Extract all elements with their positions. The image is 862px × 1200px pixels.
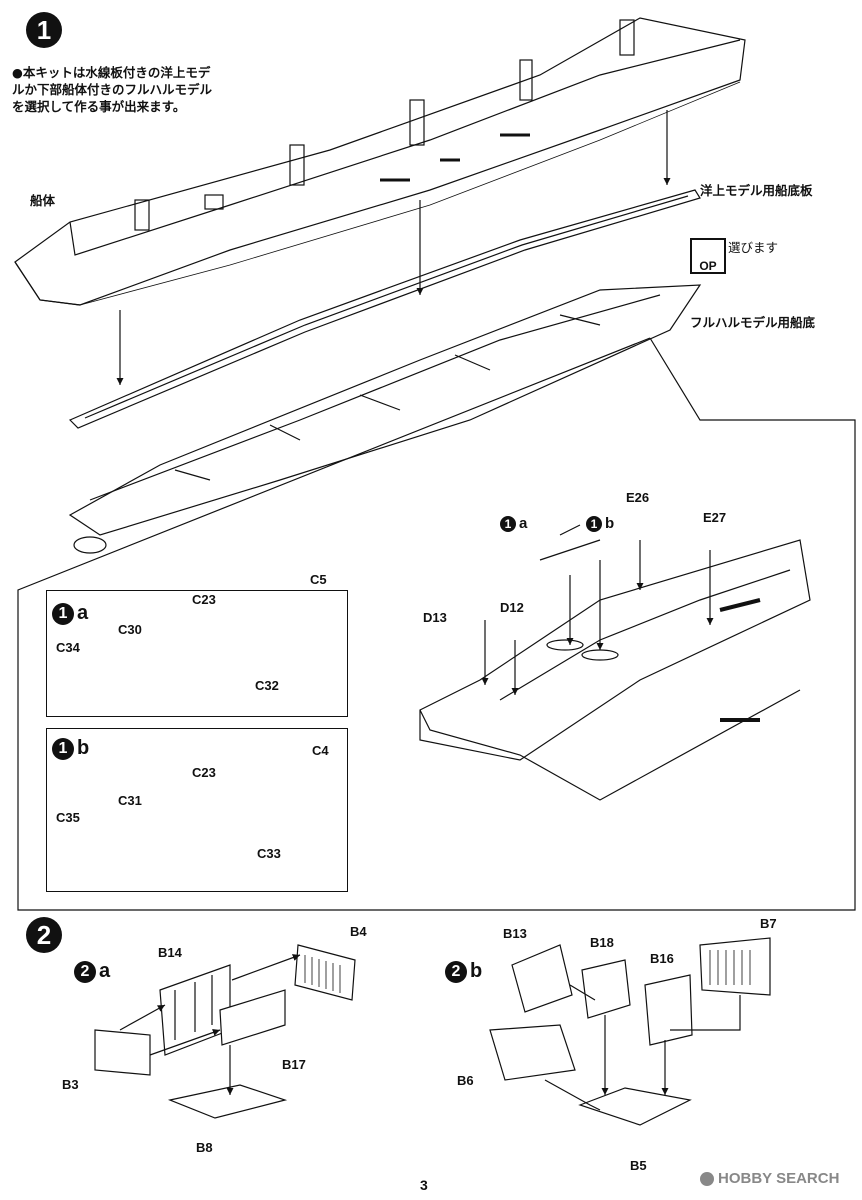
part-b7: B7 bbox=[760, 916, 777, 931]
part-c35: C35 bbox=[56, 810, 80, 825]
part-b3: B3 bbox=[62, 1077, 79, 1092]
assembly-2b-drawing bbox=[489, 937, 771, 1126]
step-1a-label: 1 a bbox=[52, 602, 88, 625]
option-icon: OP bbox=[690, 238, 726, 274]
stern-detail-drawing bbox=[419, 524, 811, 801]
part-c32: C32 bbox=[255, 678, 279, 693]
detail-ref-1b-circle: 1 bbox=[586, 515, 602, 532]
step-2a-label: 2 a bbox=[74, 960, 110, 983]
part-b18: B18 bbox=[590, 935, 614, 950]
watermark-text: HOBBY SEARCH bbox=[718, 1170, 840, 1187]
part-c5: C5 bbox=[310, 572, 327, 587]
hull-label: 船体 bbox=[30, 193, 56, 208]
part-c31: C31 bbox=[118, 793, 142, 808]
hull-drawing bbox=[14, 17, 746, 306]
fullhull-bottom-drawing bbox=[68, 284, 702, 554]
part-b6: B6 bbox=[457, 1073, 474, 1088]
detail-ref-1a: 1 a bbox=[500, 515, 527, 532]
step-2b-label: 2 b bbox=[445, 960, 482, 983]
step-2a-circle: 2 bbox=[74, 960, 96, 983]
step-1-number: 1 bbox=[26, 12, 62, 48]
step-1a-letter: a bbox=[77, 602, 89, 624]
step-1a-circle: 1 bbox=[52, 602, 74, 625]
part-d12: D12 bbox=[500, 600, 524, 615]
detail-ref-1a-letter: a bbox=[519, 515, 528, 532]
step-2a-letter: a bbox=[99, 960, 111, 982]
part-e26: E26 bbox=[626, 490, 650, 505]
step-1a-box bbox=[46, 590, 348, 717]
fullhull-bottom-label: フルハルモデル用船底 bbox=[690, 315, 816, 330]
step-2-number: 2 bbox=[26, 917, 62, 953]
part-c34: C34 bbox=[56, 640, 80, 655]
detail-ref-1b-letter: b bbox=[605, 515, 615, 532]
step-1b-label: 1 b bbox=[52, 737, 89, 760]
part-c23-b: C23 bbox=[192, 765, 216, 780]
part-b16: B16 bbox=[650, 951, 674, 966]
watermark-logo-icon bbox=[700, 1171, 714, 1186]
step-1b-box bbox=[46, 728, 348, 892]
part-b4: B4 bbox=[350, 924, 367, 939]
part-d13: D13 bbox=[423, 610, 447, 625]
choose-label: 選びます bbox=[728, 240, 779, 255]
part-c30: C30 bbox=[118, 622, 142, 637]
step-2b-circle: 2 bbox=[445, 960, 467, 983]
waterline-plate-drawing bbox=[68, 189, 701, 429]
model-choice-note: ●本キットは水線板付きの洋上モデルか下部船体付きのフルハルモデルを選択して作る事… bbox=[12, 65, 213, 114]
waterline-plate-label: 洋上モデル用船底板 bbox=[700, 183, 813, 198]
part-c4: C4 bbox=[312, 743, 329, 758]
watermark: HOBBY SEARCH bbox=[700, 1170, 839, 1187]
part-c23-a: C23 bbox=[192, 592, 216, 607]
part-b14: B14 bbox=[158, 945, 182, 960]
step-1b-letter: b bbox=[77, 737, 90, 759]
part-b5: B5 bbox=[630, 1158, 647, 1173]
assembly-2a-drawing bbox=[94, 944, 356, 1119]
detail-ref-1a-circle: 1 bbox=[500, 515, 516, 532]
step-1b-circle: 1 bbox=[52, 737, 74, 760]
detail-ref-1b: 1 b bbox=[586, 515, 614, 532]
step-2b-letter: b bbox=[470, 960, 483, 982]
part-b13: B13 bbox=[503, 926, 527, 941]
part-b8: B8 bbox=[196, 1140, 213, 1155]
option-icon-text: OP bbox=[699, 259, 717, 273]
page-number: 3 bbox=[420, 1177, 428, 1193]
part-b17: B17 bbox=[282, 1057, 306, 1072]
part-c33: C33 bbox=[257, 846, 281, 861]
part-e27: E27 bbox=[703, 510, 727, 525]
